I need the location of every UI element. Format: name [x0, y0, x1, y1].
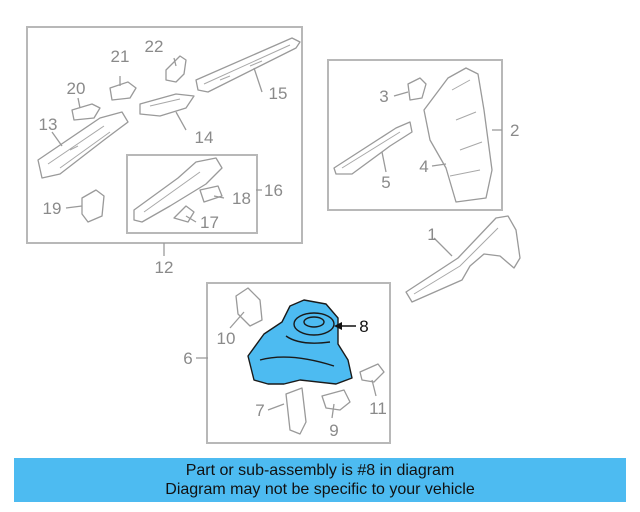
info-banner: Part or sub-assembly is #8 in diagram Di… [14, 458, 626, 502]
part-20-bracket[interactable] [71, 103, 101, 121]
callout-9[interactable]: 9 [329, 421, 338, 440]
parts-diagram: 1 2 3 4 5 6 7 8 9 10 11 12 13 14 15 16 1… [26, 26, 521, 444]
banner-line-1: Part or sub-assembly is #8 in diagram [185, 462, 455, 479]
part-8-strut-tower[interactable] [247, 299, 353, 385]
callout-3[interactable]: 3 [379, 87, 388, 106]
part-22-bracket[interactable] [165, 55, 187, 83]
part-7-brace[interactable] [285, 387, 307, 435]
part-21-bracket[interactable] [109, 81, 137, 101]
callout-12[interactable]: 12 [155, 258, 174, 277]
banner-line-2: Diagram may not be specific to your vehi… [165, 481, 475, 498]
callout-7[interactable]: 7 [255, 401, 264, 420]
callout-18[interactable]: 18 [232, 189, 251, 208]
group-box-6 [206, 282, 391, 444]
part-19-bracket[interactable] [81, 189, 105, 223]
callout-16[interactable]: 16 [264, 181, 283, 200]
callout-1[interactable]: 1 [427, 225, 436, 244]
part-10-bracket[interactable] [235, 287, 263, 327]
callout-19[interactable]: 19 [43, 199, 62, 218]
callout-14[interactable]: 14 [195, 128, 214, 147]
part-5-member[interactable] [333, 121, 413, 175]
callout-8[interactable]: 8 [359, 317, 368, 336]
callout-22[interactable]: 22 [145, 37, 164, 56]
callout-13[interactable]: 13 [39, 115, 58, 134]
part-13-frame[interactable] [37, 111, 129, 179]
callout-21[interactable]: 21 [111, 47, 130, 66]
callout-5[interactable]: 5 [381, 173, 390, 192]
callout-11[interactable]: 11 [369, 399, 387, 418]
callout-10[interactable]: 10 [217, 329, 236, 348]
part-9-bracket[interactable] [321, 389, 351, 411]
callout-20[interactable]: 20 [67, 79, 86, 98]
part-11-bracket[interactable] [359, 363, 385, 383]
part-15-rail[interactable] [195, 37, 301, 93]
callout-17[interactable]: 17 [200, 213, 219, 232]
callout-2[interactable]: 2 [510, 121, 519, 140]
callout-6[interactable]: 6 [183, 349, 192, 368]
part-14-member[interactable] [139, 93, 195, 117]
group-box-16 [126, 154, 258, 234]
part-2-apron[interactable] [423, 67, 493, 203]
group-box-2 [327, 59, 503, 211]
part-3-bracket[interactable] [407, 77, 427, 101]
part-1-fender[interactable] [405, 215, 521, 303]
callout-15[interactable]: 15 [269, 84, 288, 103]
part-18-plate[interactable] [199, 185, 223, 203]
part-16-assembly[interactable] [133, 157, 223, 223]
callout-4[interactable]: 4 [419, 157, 428, 176]
